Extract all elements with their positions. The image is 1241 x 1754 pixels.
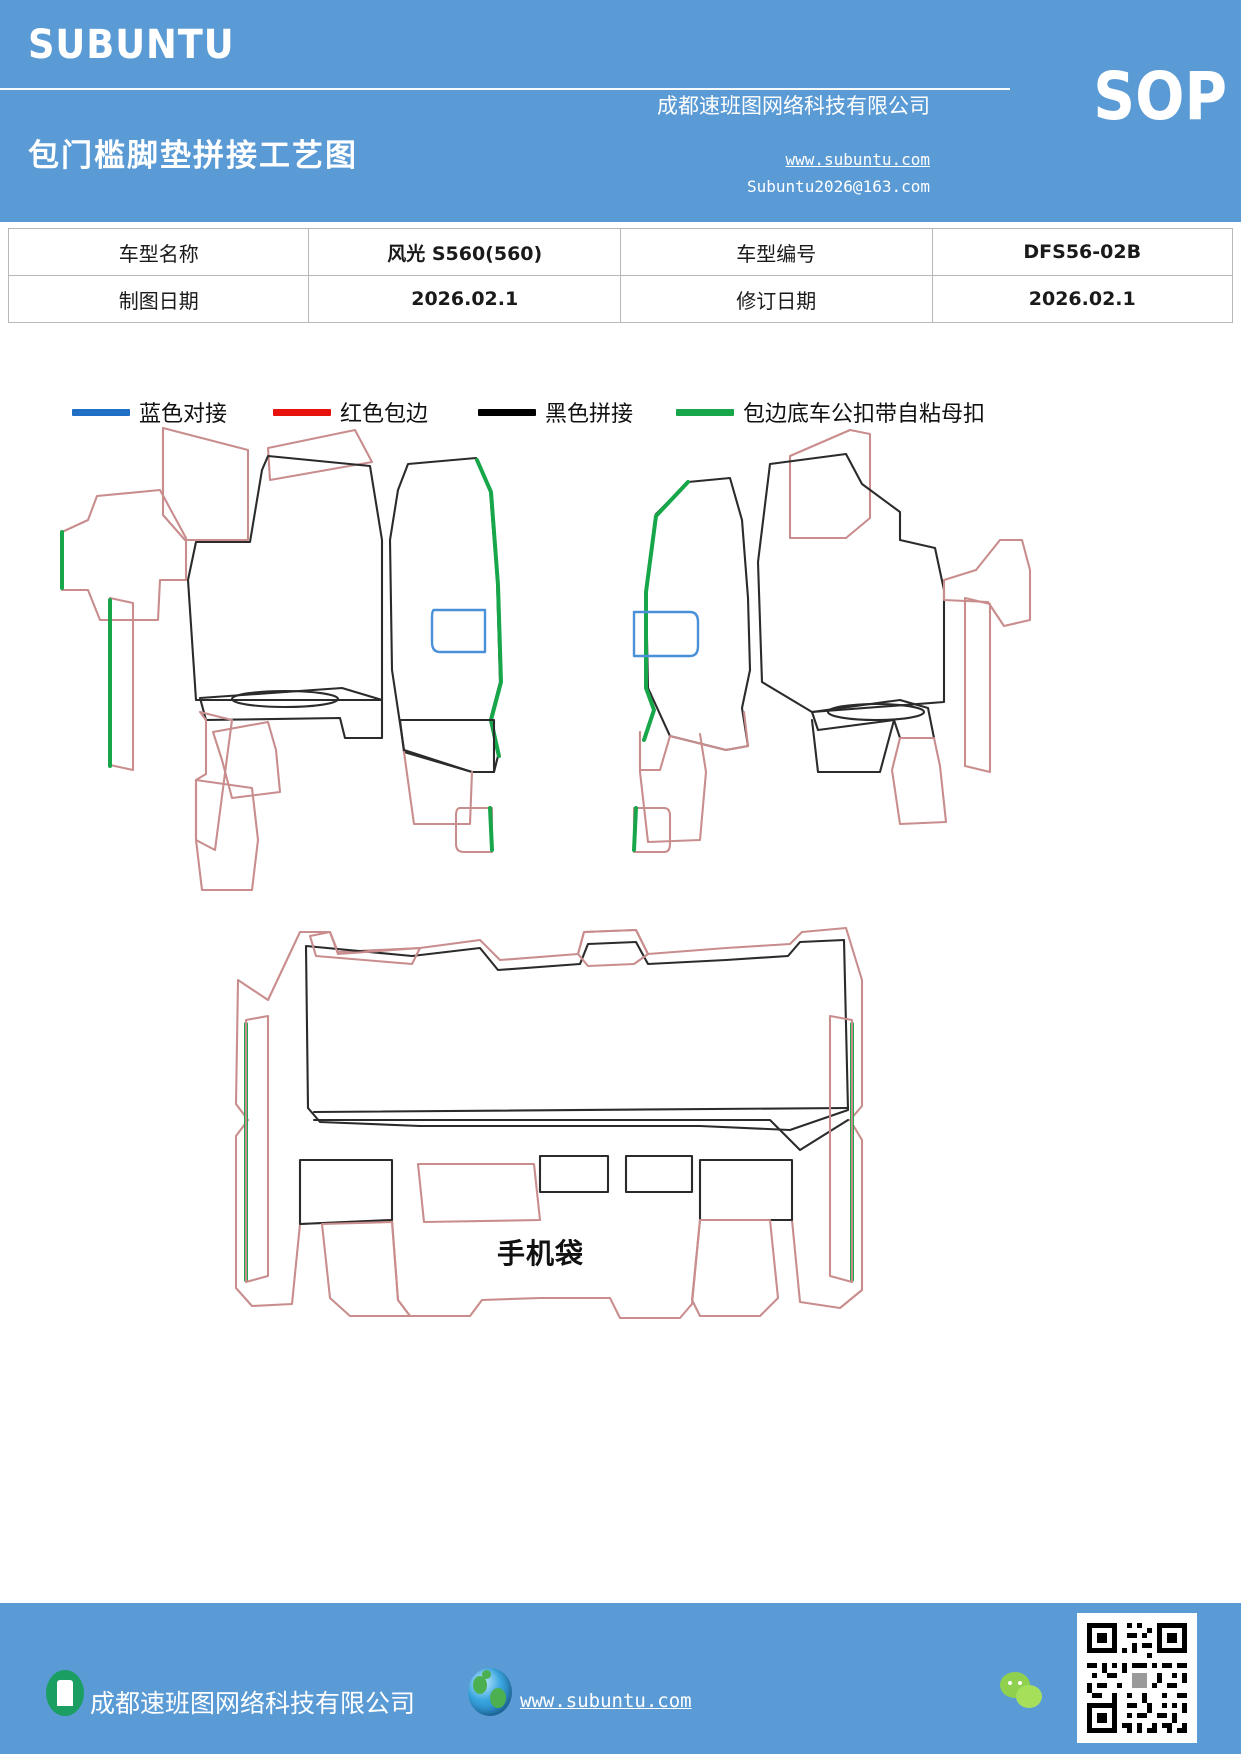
footer-company-name: 成都速班图网络科技有限公司 <box>90 1689 416 1718</box>
footer-website-link[interactable]: www.subuntu.com <box>520 1690 692 1712</box>
sop-badge: SOP <box>1093 58 1227 135</box>
legend-label-blue: 蓝色对接 <box>139 402 228 427</box>
building-icon <box>46 1670 84 1716</box>
color-legend: 蓝色对接 红色包边 黑色拼接 包边底车公扣带自粘母扣 <box>0 396 1241 436</box>
legend-item-blue: 蓝色对接 <box>72 396 227 428</box>
phone-pocket-pieces <box>454 806 672 854</box>
qr-code <box>1077 1613 1197 1743</box>
rear-mat-group <box>234 926 864 1320</box>
table-row: 制图日期 2026.02.1 修订日期 2026.02.1 <box>7 275 1234 323</box>
brand-logo: SUBUNTU <box>28 22 235 68</box>
header-website-link[interactable]: www.subuntu.com <box>785 150 931 169</box>
model-code-label: 车型编号 <box>619 228 933 276</box>
page-header: SUBUNTU 成都速班图网络科技有限公司 SOP 包门槛脚垫拼接工艺图 www… <box>0 0 1241 222</box>
wechat-bubble-small <box>1016 1685 1042 1708</box>
header-divider <box>0 88 1010 90</box>
phone-pocket-label: 手机袋 <box>497 1237 585 1270</box>
table-row: 车型名称 风光 S560(560) 车型编号 DFS56-02B <box>7 228 1234 276</box>
legend-label-black: 黑色拼接 <box>545 402 634 427</box>
mat-pattern-svg <box>60 426 1032 1320</box>
legend-label-red: 红色包边 <box>340 402 429 427</box>
model-name-label: 车型名称 <box>7 228 310 276</box>
page-title: 包门槛脚垫拼接工艺图 <box>28 138 358 174</box>
wechat-eye-right <box>1018 1681 1022 1685</box>
legend-item-black: 黑色拼接 <box>478 396 633 428</box>
spec-table: 车型名称 风光 S560(560) 车型编号 DFS56-02B 制图日期 20… <box>7 228 1234 323</box>
header-email[interactable]: Subuntu2026@163.com <box>746 177 930 196</box>
legend-label-green: 包边底车公扣带自粘母扣 <box>743 402 986 427</box>
legend-swatch-blue <box>72 408 130 416</box>
wechat-eye-left <box>1008 1681 1012 1685</box>
legend-item-green: 包边底车公扣带自粘母扣 <box>676 396 985 428</box>
legend-swatch-red <box>273 408 331 416</box>
legend-swatch-green <box>676 408 734 416</box>
header-company-name: 成都速班图网络科技有限公司 <box>657 94 930 118</box>
page-footer <box>0 1603 1241 1754</box>
right-mat-group <box>632 428 1032 844</box>
revision-date-label: 修订日期 <box>619 275 933 323</box>
qr-code-svg <box>1082 1618 1192 1738</box>
revision-date-value: 2026.02.1 <box>931 275 1234 323</box>
legend-swatch-black <box>478 408 536 416</box>
left-mat-group <box>60 426 503 892</box>
technical-drawing: 手机袋 <box>0 420 1241 1600</box>
globe-icon <box>468 1668 512 1716</box>
model-name-value: 风光 S560(560) <box>308 228 621 276</box>
legend-item-red: 红色包边 <box>273 396 428 428</box>
model-code-value: DFS56-02B <box>931 228 1234 276</box>
draw-date-value: 2026.02.1 <box>308 275 621 323</box>
draw-date-label: 制图日期 <box>7 275 310 323</box>
wechat-icon <box>1000 1672 1048 1716</box>
